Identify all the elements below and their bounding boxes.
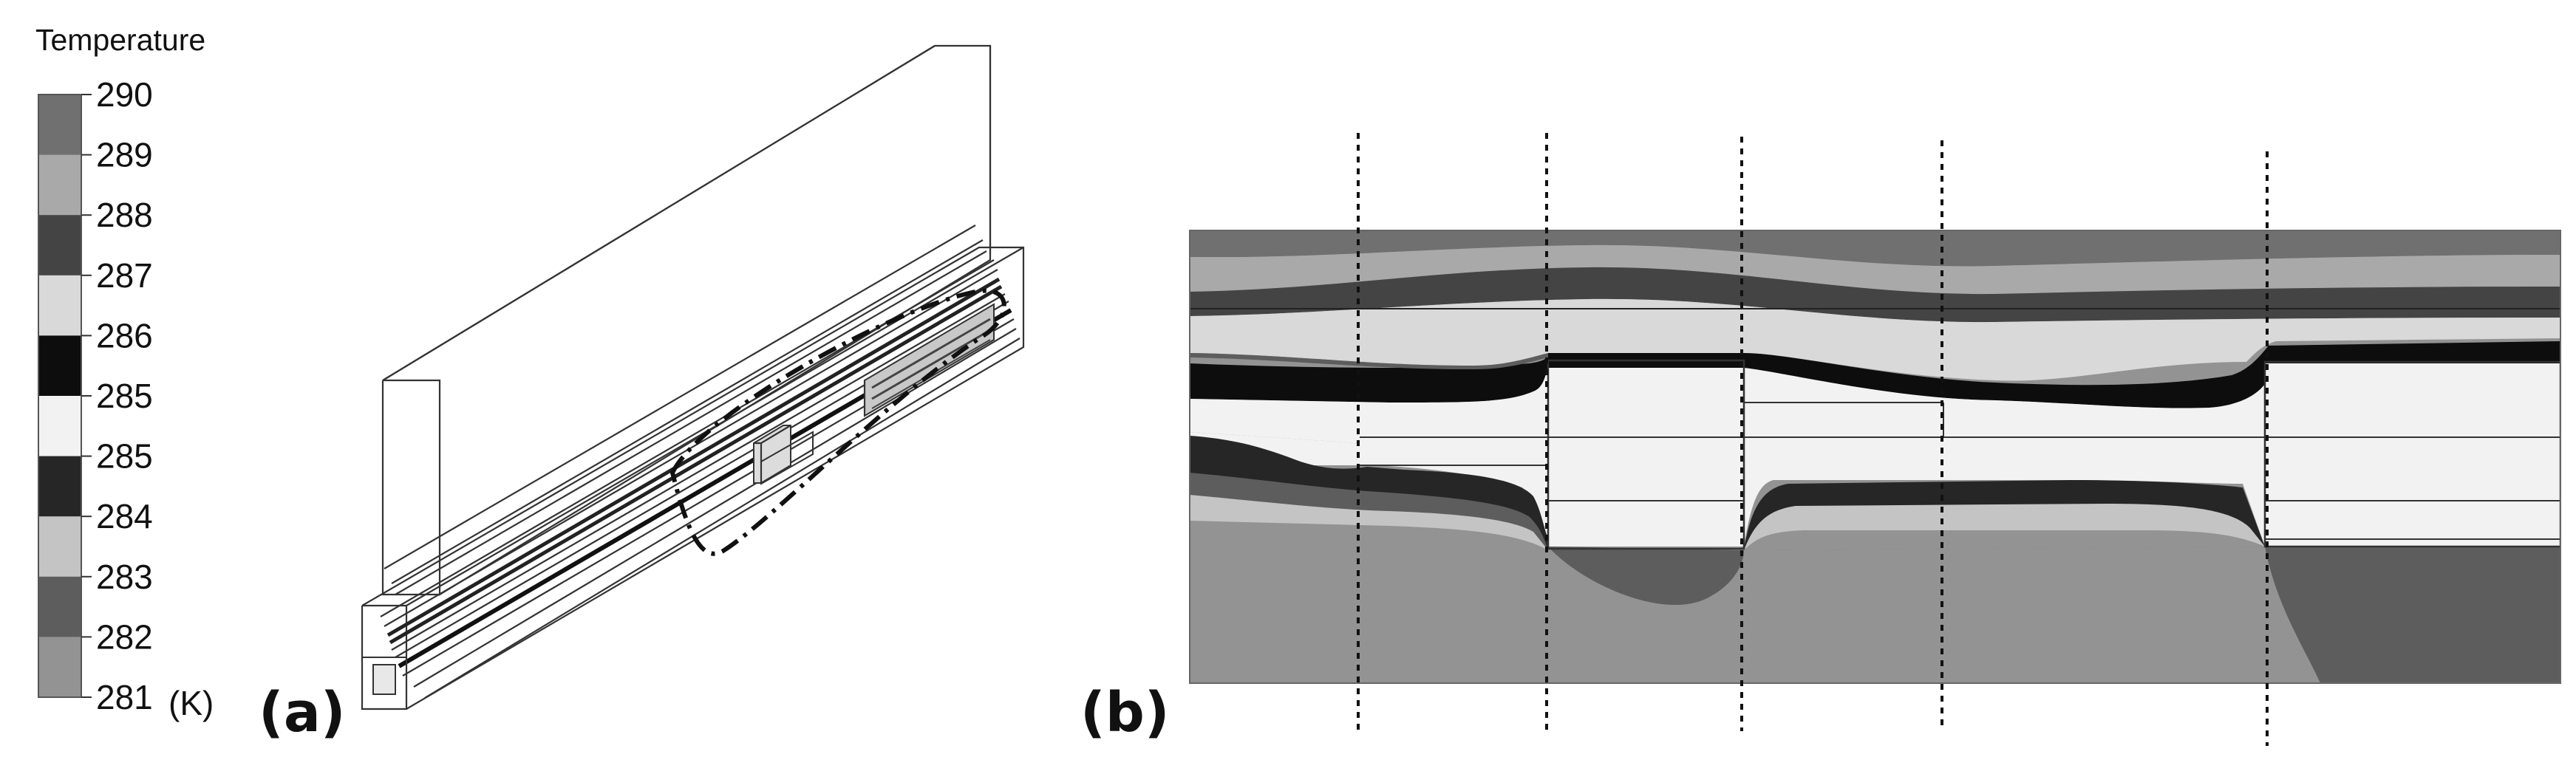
sheet-top-edge: [382, 45, 936, 381]
legend-tick-label: 282: [96, 617, 153, 656]
legend-band-3: [38, 275, 81, 336]
band-289: [1190, 244, 2560, 295]
legend-band-8: [38, 576, 81, 637]
legend-band-0: [38, 95, 81, 156]
highlight-ellipse: [669, 288, 1006, 556]
legend-bands: [38, 95, 81, 698]
wireframe-model: (a): [259, 44, 1025, 744]
legend-tick-label: 290: [96, 75, 153, 114]
legend-tick-label: 285: [96, 377, 153, 415]
band-282-mid: [1744, 530, 2265, 550]
legend-tick-label: 285: [96, 437, 153, 476]
legend-tick-label: 287: [96, 256, 153, 295]
band-290: [1190, 230, 2560, 267]
contour-section: (b): [1080, 133, 2561, 746]
legend-tick-label: 283: [96, 558, 153, 596]
panel-b-label: (b): [1080, 681, 1170, 744]
right-block: [863, 303, 995, 417]
legend-tick-label: 289: [96, 136, 153, 174]
color-legend: Temperature 2902892882872862852852842832…: [35, 23, 214, 722]
legend-tick-label: 284: [96, 497, 153, 535]
base-box-outline: [361, 246, 1025, 710]
legend-band-4: [38, 335, 81, 397]
legend-tick-label: 281: [96, 678, 153, 716]
band-282-left: [1190, 521, 1548, 550]
band-287: [1190, 298, 2560, 381]
legend-ticks: 290 289 288 287 286 285 285 284 283 282 281: [81, 75, 153, 716]
legend-band-5: [38, 396, 81, 457]
band-283-trough: [1548, 547, 1744, 606]
internal-strips: [380, 225, 1020, 699]
cut-lines: [1357, 133, 2269, 746]
legend-band-1: [38, 154, 81, 216]
band-286: [1190, 341, 2560, 408]
vertical-sheet-edge: [381, 380, 440, 596]
legend-tick-label: 288: [96, 196, 153, 234]
center-block: [753, 425, 814, 485]
legend-tick-label: 286: [96, 316, 153, 355]
legend-band-2: [38, 215, 81, 276]
legend-title: Temperature: [35, 23, 205, 57]
legend-band-6: [38, 456, 81, 517]
section-frame: [1189, 230, 2561, 684]
legend-unit: (K): [168, 684, 214, 722]
legend-band-7: [38, 516, 81, 578]
band-283-right: [2265, 547, 2560, 683]
panel-a-label: (a): [259, 681, 346, 744]
legend-band-9: [38, 637, 81, 698]
base-end-face: [361, 657, 407, 710]
base-box-top-edge: [406, 247, 1024, 606]
